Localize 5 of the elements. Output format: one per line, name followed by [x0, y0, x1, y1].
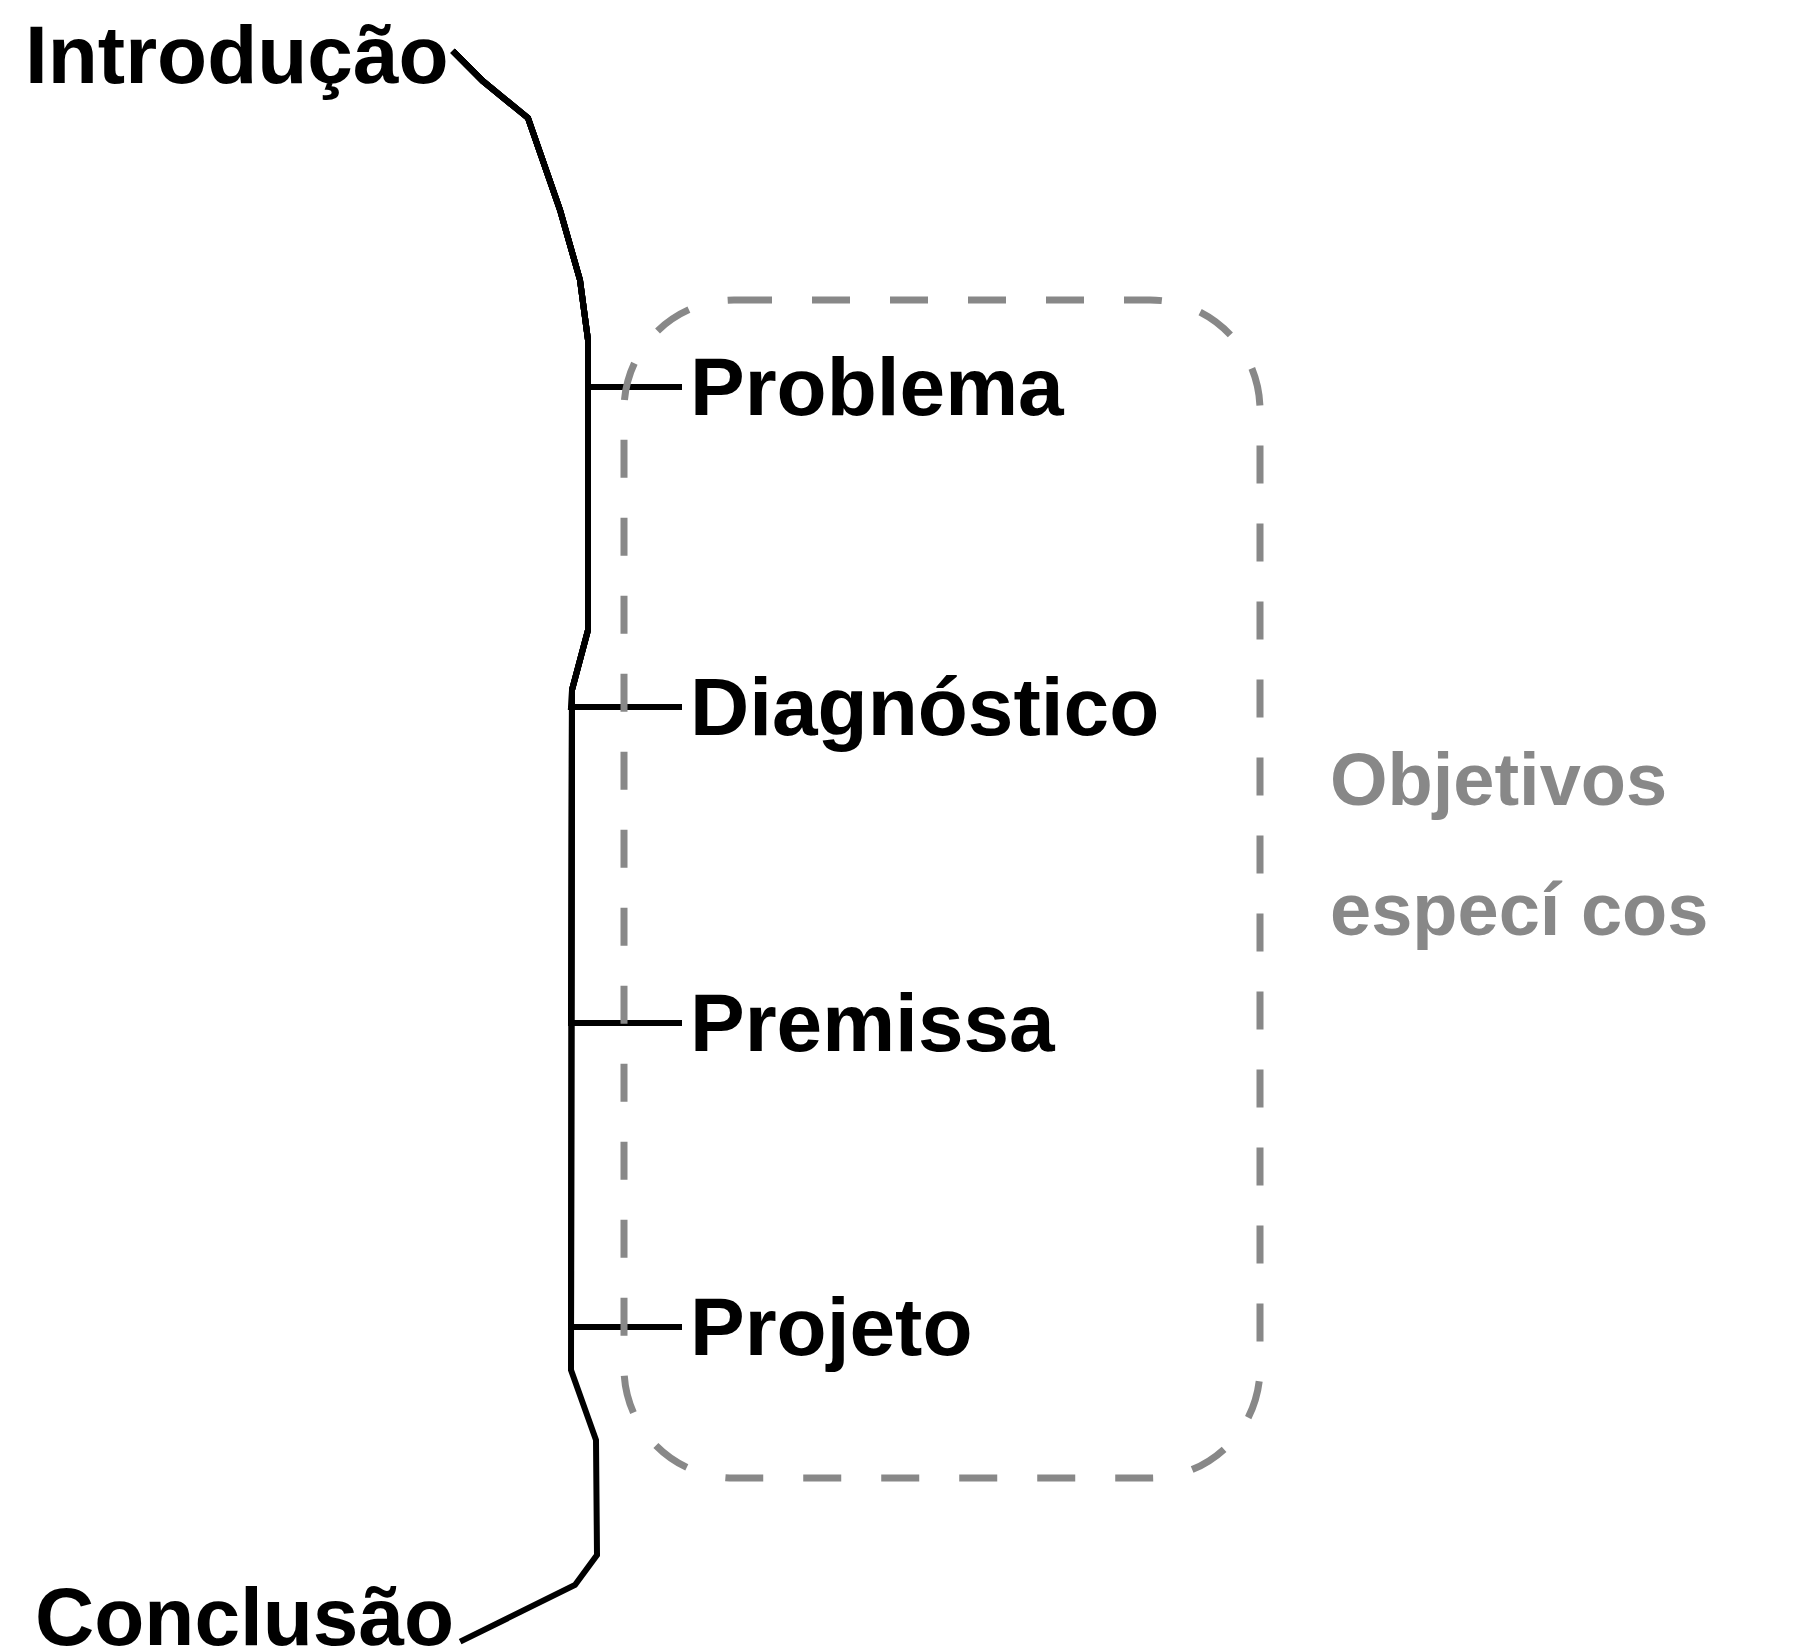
- node-label: Premissa: [690, 982, 1055, 1064]
- node-label: Problema: [690, 346, 1064, 428]
- node-label: Conclusão: [35, 1576, 455, 1650]
- group-label: Objetivos especí cos: [1330, 737, 1710, 953]
- connector-line: [450, 48, 600, 1645]
